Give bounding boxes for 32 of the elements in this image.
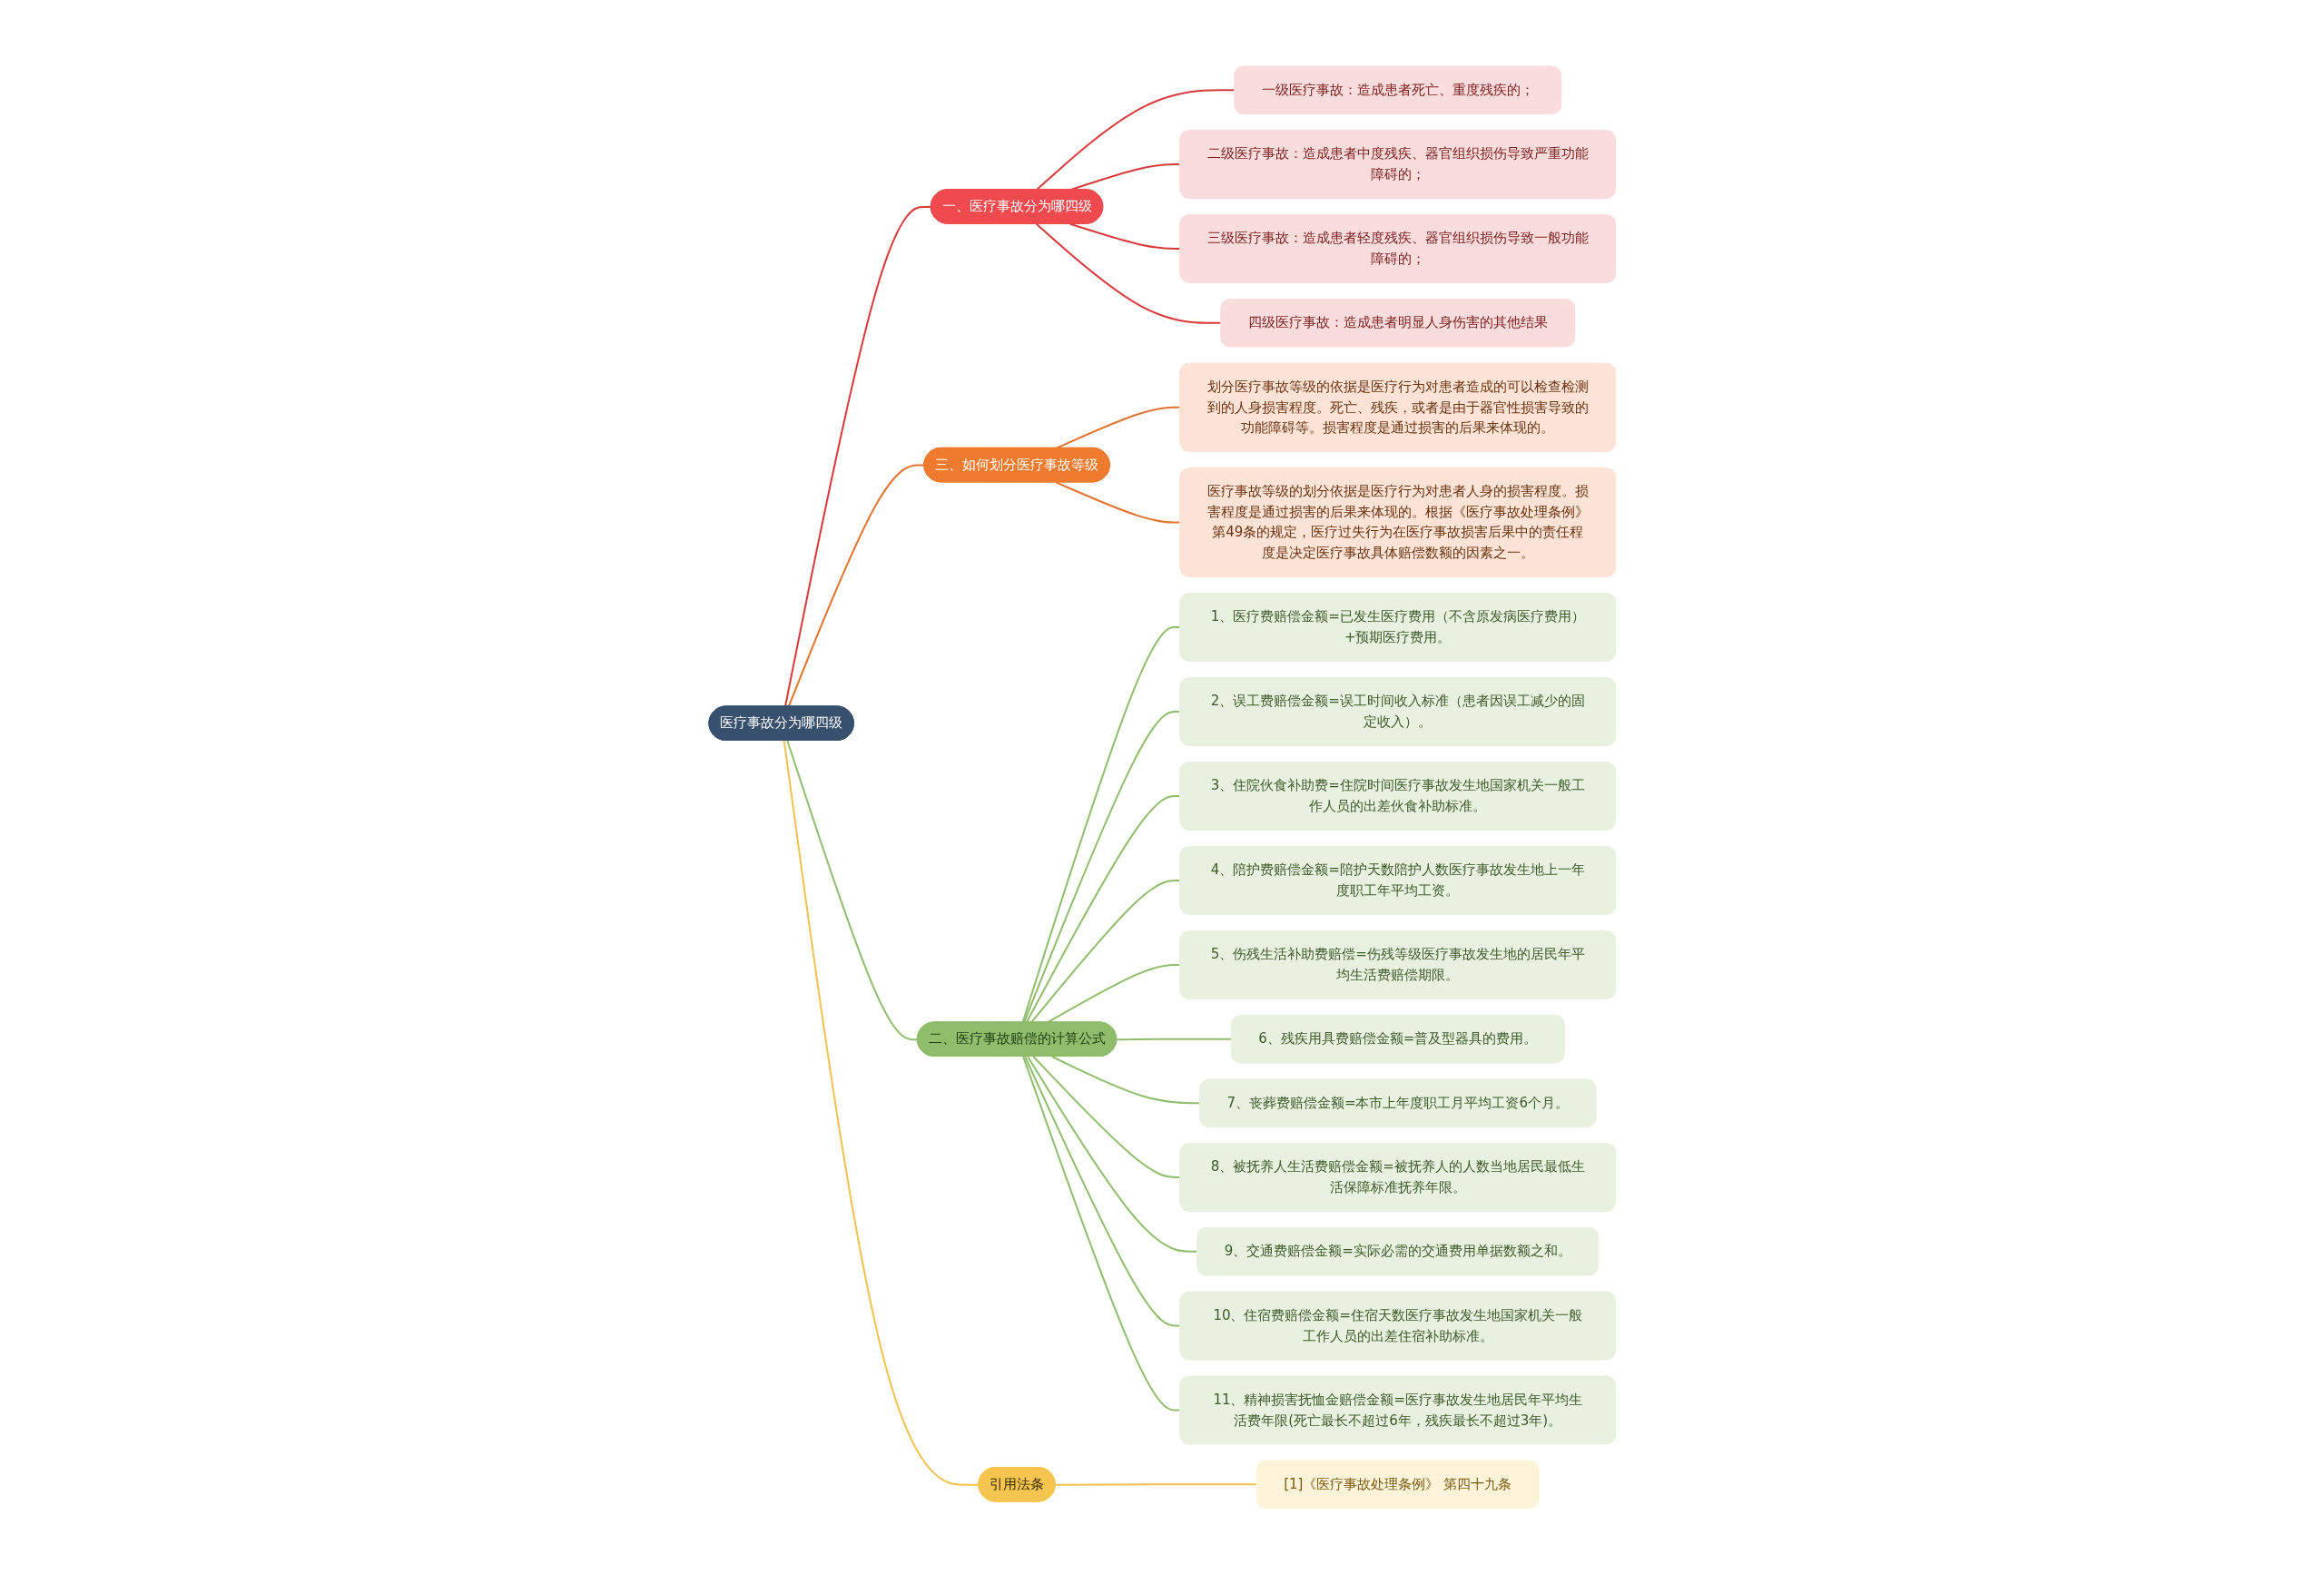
connector	[1055, 481, 1181, 524]
connector	[1050, 1055, 1200, 1104]
node-box: 8、被抚养人生活费赔偿金额=被抚养人的人数当地居民最低生活保障标准抚养年限。	[1178, 1142, 1616, 1212]
connector	[1032, 1055, 1181, 1178]
node-box: 11、精神损害抚恤金赔偿金额=医疗事故发生地居民年平均生活费年限(死亡最长不超过6年，残疾最长不超过3年)。	[1178, 1375, 1616, 1445]
connector	[1035, 222, 1222, 324]
node-box: 医疗事故等级的划分依据是医疗行为对患者人身的损害程度。损害程度是通过损害的后果来体现的。根据《医疗事故处理条例》第49条的规定，医疗过失行为在医疗事故损害后果中的责任程度是决定医疗事故具体赔偿数额的因素之一。	[1178, 467, 1616, 577]
node-box: 二级医疗事故：造成患者中度残疾、器官组织损伤导致严重功能障碍的；	[1178, 129, 1616, 199]
node-box: 划分医疗事故等级的依据是医疗行为对患者造成的可以检查检测到的人身损害程度。死亡、残疾，或者是由于器官性损害导致的功能障碍等。损害程度是通过损害的后果来体现的。	[1178, 362, 1616, 452]
connector	[786, 739, 919, 1040]
connector	[1026, 1055, 1198, 1253]
node-box: 三级医疗事故：造成患者轻度残疾、器官组织损伤导致一般功能障碍的；	[1178, 213, 1616, 283]
node-box: 7、丧葬费赔偿金额=本市上年度职工月平均工资6个月。	[1198, 1078, 1597, 1127]
node-box: 3、住院伙食补助费=住院时间医疗事故发生地国家机关一般工作人员的出差伙食补助标准。	[1178, 761, 1616, 831]
node-box: 2、误工费赔偿金额=误工时间收入标准（患者因误工减少的固定收入）。	[1178, 676, 1616, 746]
connector	[1068, 222, 1181, 250]
node-box: 6、残疾用具费赔偿金额=普及型器具的费用。	[1230, 1014, 1565, 1064]
node-box: 1、医疗费赔偿金额=已发生医疗费用（不含原发病医疗费用）+预期医疗费用。	[1178, 592, 1616, 662]
node-box: 5、伤残生活补助费赔偿=伤残等级医疗事故发生地的居民年平均生活费赔偿期限。	[1178, 930, 1616, 999]
connector	[1055, 406, 1181, 449]
connector	[1054, 1483, 1257, 1486]
connector	[1023, 1055, 1181, 1327]
node-box: 10、住宿费赔偿金额=住宿天数医疗事故发生地国家机关一般工作人员的出差住宿补助标准。	[1178, 1291, 1616, 1361]
node-box: 4、陪护费赔偿金额=陪护天数陪护人数医疗事故发生地上一年度职工年平均工资。	[1178, 845, 1616, 915]
connector	[1035, 89, 1236, 191]
node-box: [1]《医疗事故处理条例》 第四十九条	[1256, 1460, 1540, 1509]
connector	[1115, 1038, 1232, 1040]
node-box: 四级医疗事故：造成患者明显人身伤害的其他结果	[1219, 298, 1575, 348]
node-box: 一级医疗事故：造成患者死亡、重度残疾的；	[1233, 65, 1561, 114]
connector	[783, 739, 980, 1486]
connector	[1021, 1055, 1181, 1412]
node-box: 9、交通费赔偿金额=实际必需的交通费用单据数额之和。	[1196, 1226, 1599, 1276]
